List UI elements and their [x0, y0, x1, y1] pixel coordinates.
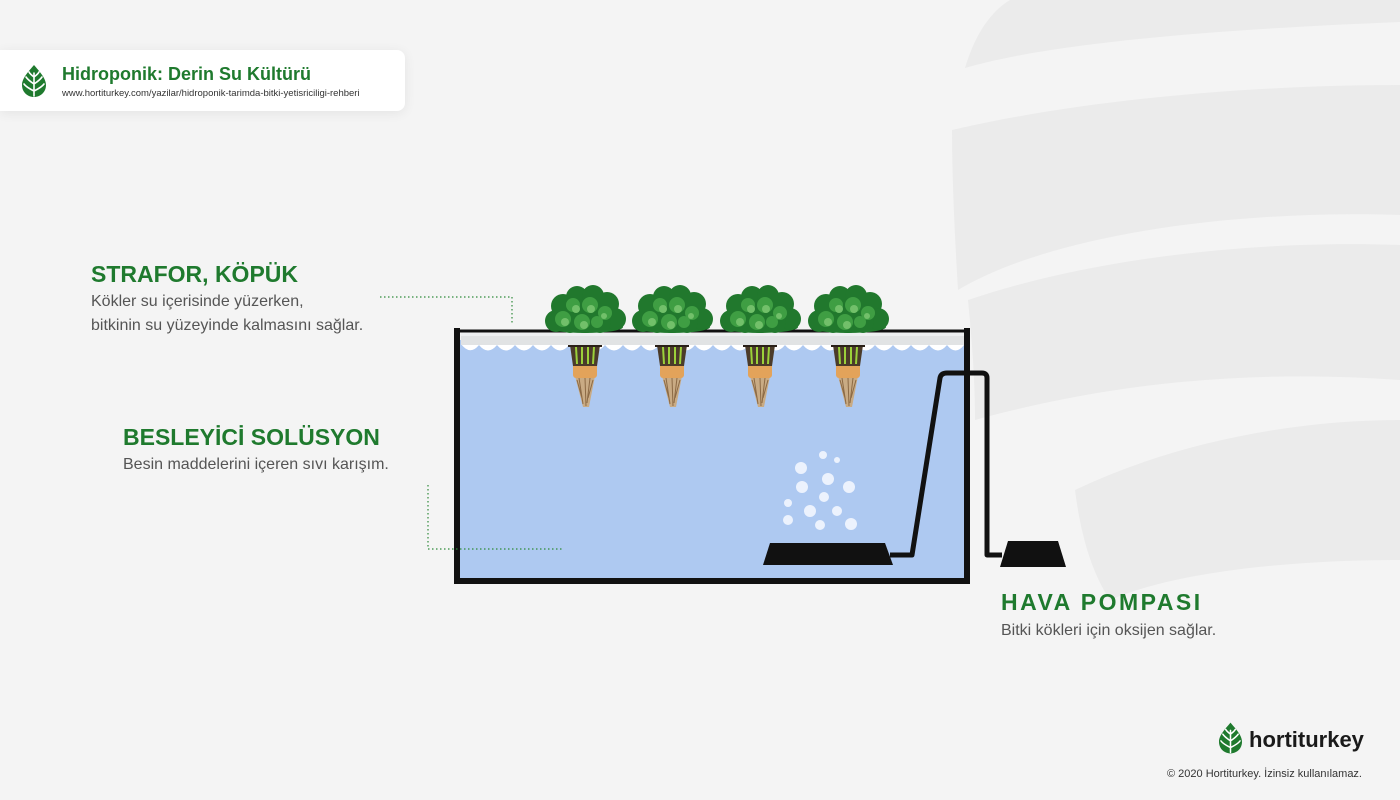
copyright-notice: © 2020 Hortiturkey. İzinsiz kullanılamaz… — [1167, 768, 1362, 780]
foam-label-description: Kökler su içerisinde yüzerken, bitkinin … — [91, 290, 363, 338]
pump-label-title: HAVA POMPASI — [1001, 589, 1203, 615]
air-stone — [763, 543, 893, 565]
foam-board — [461, 333, 964, 345]
plants — [545, 285, 889, 333]
solution-label-title: BESLEYİCİ SOLÜSYON — [123, 424, 380, 450]
lettuce-plant-2 — [632, 285, 713, 333]
air-bubble — [804, 505, 816, 517]
brand-logo-text: hortiturkey — [1249, 727, 1364, 752]
air-bubbles — [783, 451, 857, 530]
air-bubble — [843, 481, 855, 493]
solution-label-description: Besin maddelerini içeren sıvı karışım. — [123, 456, 389, 473]
header-card: Hidroponik: Derin Su Kültürü www.hortitu… — [0, 50, 405, 111]
leaf-logo-icon — [1219, 722, 1242, 754]
foam-label-title: STRAFOR, KÖPÜK — [91, 261, 298, 287]
tank-walls — [454, 328, 970, 584]
page-title: Hidroponik: Derin Su Kültürü — [62, 64, 311, 84]
air-bubble — [834, 457, 840, 463]
foam-description-line: Kökler su içerisinde yüzerken, — [91, 293, 304, 310]
air-bubble — [819, 492, 829, 502]
nutrient-solution-water — [460, 340, 964, 578]
pump-label-description: Bitki kökleri için oksijen sağlar. — [1001, 622, 1217, 639]
air-bubble — [796, 481, 808, 493]
air-bubble — [845, 518, 857, 530]
air-bubble — [815, 520, 825, 530]
source-url-link[interactable]: www.hortiturkey.com/yazilar/hidroponik-t… — [62, 88, 360, 99]
air-pump — [1000, 541, 1066, 567]
air-bubble — [795, 462, 807, 474]
leaf-logo-icon — [22, 65, 46, 97]
air-bubble — [784, 499, 792, 507]
foam-leader-line — [380, 296, 513, 325]
air-bubble — [783, 515, 793, 525]
background-watermark — [952, 0, 1400, 600]
solution-leader-line — [427, 485, 562, 550]
air-bubble — [832, 506, 842, 516]
air-tube — [890, 370, 1002, 558]
air-bubble — [819, 451, 827, 459]
lettuce-plant-3 — [720, 285, 801, 333]
lettuce-plant-1 — [545, 285, 626, 333]
foam-description-line: bitkinin su yüzeyinde kalmasını sağlar. — [91, 317, 364, 334]
air-bubble — [822, 473, 834, 485]
lettuce-plant-4 — [808, 285, 889, 333]
